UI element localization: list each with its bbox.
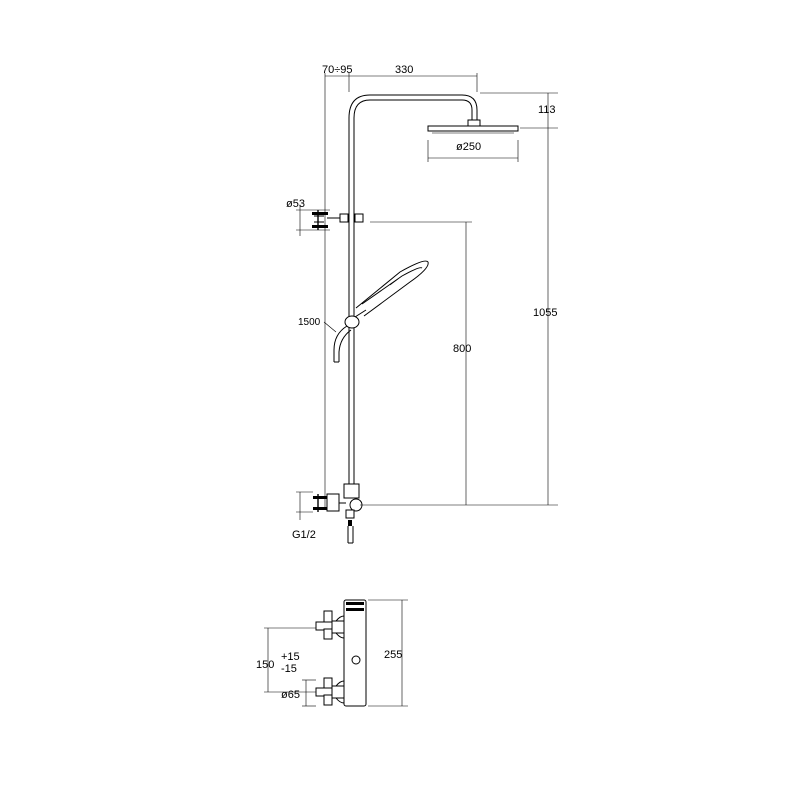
inlet-spacing-label: 150 — [256, 659, 274, 671]
total-height-label: 1055 — [533, 307, 557, 319]
hand-shower — [344, 260, 429, 329]
bracket-diameter-label: ø53 — [286, 198, 305, 210]
wall-bracket — [312, 210, 364, 230]
slide-height-label: 800 — [453, 343, 471, 355]
offset-label: 70÷95 — [322, 64, 353, 76]
mixer-connection — [313, 483, 363, 544]
tolerance-minus-label: -15 — [281, 663, 297, 675]
head-height-label: 113 — [538, 104, 556, 116]
head-diameter-label: ø250 — [456, 141, 481, 153]
shower-column — [348, 94, 481, 488]
dimension-lines — [296, 73, 558, 520]
tolerance-plus-label: +15 — [281, 651, 300, 663]
rosette-diameter-label: ø65 — [281, 689, 300, 701]
thermostat-valve-detail — [264, 599, 408, 707]
thread-label: G1/2 — [292, 529, 316, 541]
valve-height-label: 255 — [384, 649, 402, 661]
shower-hose — [333, 325, 352, 363]
arm-length-label: 330 — [395, 64, 413, 76]
overhead-shower-head — [427, 125, 519, 134]
hose-length-label: 1500 — [298, 317, 321, 328]
